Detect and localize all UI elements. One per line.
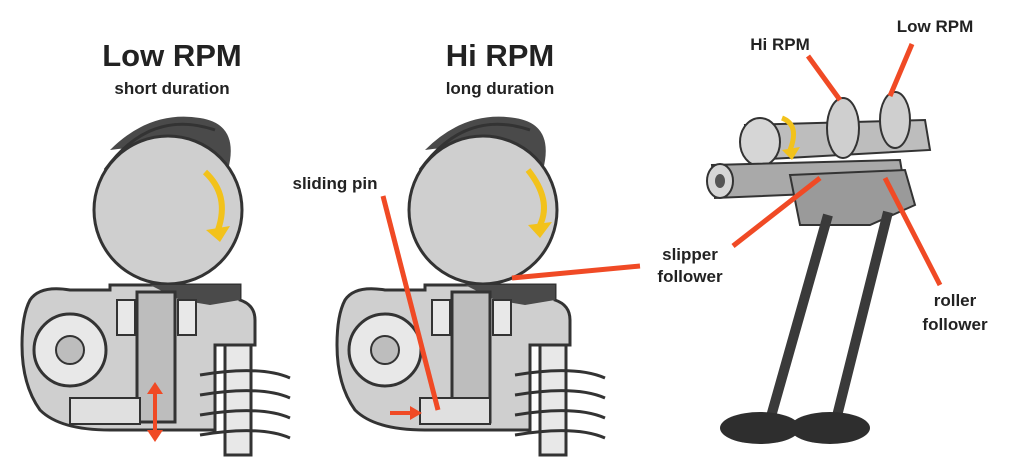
hi-valve-spring bbox=[514, 369, 606, 440]
low-rocker-dark bbox=[150, 285, 240, 305]
hi-sliding-pin bbox=[419, 397, 491, 425]
camshaft-end bbox=[739, 117, 781, 167]
roller-label: roller bbox=[933, 291, 977, 310]
rotation-arrow-icon bbox=[202, 169, 230, 242]
camshaft-assembly-3d bbox=[706, 91, 932, 444]
low-rpm-leader bbox=[887, 43, 915, 97]
hi-valve-stem bbox=[538, 343, 568, 457]
low-valve-spring bbox=[199, 369, 291, 440]
hi-rpm-assembly bbox=[335, 116, 606, 457]
hi-rocker-dark bbox=[465, 285, 555, 305]
push-arrow-icon bbox=[390, 406, 422, 420]
sliding-pin-label: sliding pin bbox=[292, 174, 378, 193]
double-arrow-icon bbox=[147, 382, 163, 442]
hi-pivot-inner bbox=[370, 335, 400, 365]
low-rpm-lobe bbox=[879, 91, 911, 149]
low-rpm-title: Low RPM bbox=[102, 38, 242, 73]
rotation-arrow-icon-hi bbox=[525, 168, 552, 238]
hi-rpm-lobe bbox=[826, 97, 860, 159]
low-rpm-lobe-label: Low RPM bbox=[896, 17, 974, 36]
rocker-shaft-hole bbox=[715, 174, 725, 188]
slipper-follower-leader-3d bbox=[731, 176, 822, 248]
low-sliding-pin bbox=[69, 397, 141, 425]
low-spring-b bbox=[177, 299, 197, 336]
valve-head-left bbox=[720, 412, 800, 444]
hi-rpm-subtitle: long duration bbox=[445, 79, 555, 98]
rotation-arrow-icon-3d bbox=[780, 115, 800, 160]
hi-spring-b bbox=[492, 299, 512, 336]
roller-follower-leader bbox=[882, 176, 943, 287]
low-cam-nose bbox=[103, 122, 216, 171]
low-rpm-subtitle: short duration bbox=[114, 79, 230, 98]
hi-rpm-lobe-label: Hi RPM bbox=[750, 35, 810, 54]
low-valve-stem bbox=[223, 343, 253, 457]
slipper-follower-leader bbox=[511, 263, 641, 281]
hi-cam-nose bbox=[418, 122, 531, 171]
low-spring-a bbox=[116, 299, 136, 336]
roller-follower-label: follower bbox=[922, 315, 988, 334]
hi-rpm-title: Hi RPM bbox=[445, 38, 555, 73]
slipper-label: slipper bbox=[662, 245, 718, 264]
valve-head-right bbox=[790, 412, 870, 444]
hi-spring-a bbox=[431, 299, 451, 336]
hi-rpm-leader bbox=[805, 54, 843, 102]
valve-stem-left bbox=[765, 213, 833, 422]
sliding-pin-leader bbox=[380, 195, 441, 411]
slipper-follower-label: follower bbox=[657, 267, 723, 286]
low-pivot-inner bbox=[55, 335, 85, 365]
valve-stem-right bbox=[831, 210, 893, 422]
